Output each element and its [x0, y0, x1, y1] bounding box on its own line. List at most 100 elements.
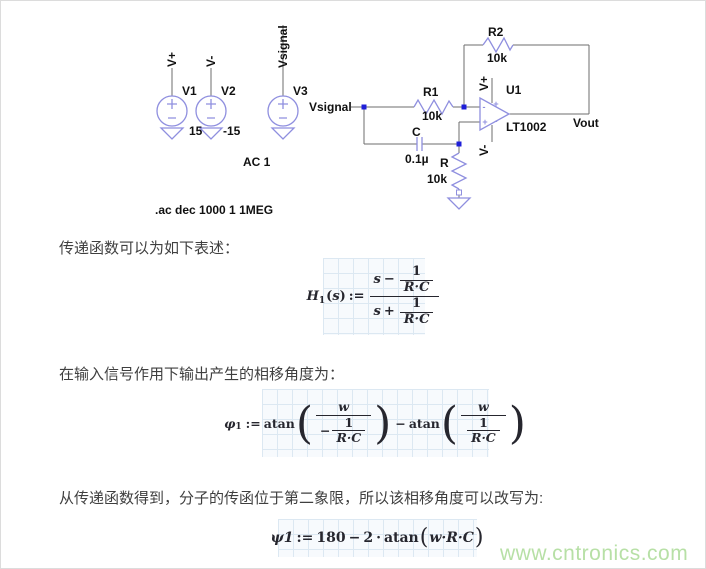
r-ground-icon [446, 197, 472, 210]
v2-plus-mark [206, 99, 216, 119]
r2-ref-label: R2 [488, 25, 504, 39]
paragraph-phase-shift: 在输入信号作用下输出产生的相移角度为： [59, 366, 345, 383]
r1-value-label: 10k [422, 109, 442, 123]
math-one: 1 [412, 296, 422, 311]
c-ref-label: C [412, 125, 421, 139]
math-paren: ) [474, 525, 484, 551]
v1-net-label: V+ [165, 52, 179, 67]
math-180: 180 [316, 530, 346, 546]
spice-directive: .ac dec 1000 1 1MEG [155, 203, 273, 217]
math-one: 1 [344, 414, 354, 430]
v1-value-label: 15 [189, 124, 203, 138]
math-minus: − [383, 272, 395, 288]
vout-net-label: Vout [573, 116, 599, 130]
circuit-labels: V+ V- Vsignal V1 V2 V3 15 -15 AC 1 .ac d… [155, 25, 599, 217]
math-one: 1 [479, 414, 488, 430]
c-value-label: 0.1µ [405, 152, 429, 166]
math-atan: atan [263, 415, 295, 431]
r1-ref-label: R1 [423, 85, 439, 99]
source-v2 [195, 95, 227, 140]
math-var-w: w [338, 399, 349, 415]
v2-circle [195, 95, 227, 127]
formula3-row: ψ1:=180−2·atan(w·R·C) [270, 525, 485, 551]
paragraph-rewrite: 从传递函数得到，分子的传函位于第二象限，所以该相移角度可以改写为: [59, 490, 544, 507]
resistor-r [450, 152, 468, 190]
math-paren: ) [374, 397, 392, 449]
math-paren: ( [326, 289, 333, 304]
math-RC: R·C [399, 311, 434, 328]
circuit-schematic: - + + - V+ V- Vsignal V1 V2 V3 15 -15 AC… [155, 25, 599, 217]
site-watermark: www.cntronics.com [500, 542, 689, 565]
node-inverting [461, 104, 467, 110]
resistor-r1 [413, 98, 454, 116]
formula-rewritten-phase: ψ1:=180−2·atan(w·R·C) [271, 519, 484, 557]
math-sub-1: 1 [235, 422, 242, 432]
v3-ac-label: AC 1 [243, 155, 271, 169]
v1-ground-icon [159, 127, 185, 140]
v3-plus-mark [278, 99, 288, 119]
math-one: 1 [412, 264, 422, 280]
math-paren: ( [295, 397, 313, 449]
math-dot: · [376, 530, 381, 546]
math-var-s: s [373, 272, 381, 288]
opamp-vminus-label: V- [477, 145, 491, 156]
v3-ground-icon [270, 127, 296, 140]
math-paren: ) [339, 289, 346, 304]
wires [171, 25, 590, 198]
node-vsignal [361, 104, 367, 110]
math-RC: R·C [467, 430, 500, 445]
math-plus: + [383, 303, 395, 319]
opamp-vplus-mark: + [493, 99, 498, 109]
feedback-wire [463, 44, 590, 114]
v1-ref-label: V1 [182, 84, 197, 98]
math-assign: := [245, 415, 261, 431]
math-RC: R·C [332, 430, 366, 445]
vsignal-net-label: Vsignal [309, 100, 352, 114]
opamp-vminus-mark: - [495, 116, 498, 126]
r-ref-label: R [440, 156, 449, 170]
v3-circle [267, 95, 299, 127]
v2-net-label: V- [204, 56, 218, 67]
v3-net-label: Vsignal [276, 25, 290, 68]
math-var-psi: ψ1 [270, 530, 294, 546]
math-two: 2 [363, 530, 374, 546]
v2-ref-label: V2 [221, 84, 236, 98]
math-var-phi: φ [224, 415, 236, 431]
math-sub-1: 1 [318, 295, 326, 306]
plus-input-wire [458, 121, 480, 144]
math-var-s: s [332, 289, 340, 304]
math-var-w: w [478, 399, 489, 415]
source-v1 [156, 95, 188, 140]
r-value-label: 10k [427, 172, 447, 186]
math-atan: atan [383, 530, 419, 546]
opamp-plus-input-mark: + [482, 117, 487, 127]
source-v3 [267, 95, 299, 140]
opamp-vplus-label: V+ [477, 76, 491, 91]
math-assign: := [296, 530, 314, 546]
capacitor-c [416, 137, 423, 151]
opamp-u1: - + + - [479, 96, 511, 132]
resistor-r2 [482, 36, 514, 54]
v1-plus-mark [167, 99, 177, 119]
node-noninverting [456, 141, 462, 147]
math-minus: − [319, 422, 331, 438]
u1-part-label: LT1002 [506, 120, 547, 134]
opamp-triangle [479, 96, 511, 132]
cap-branch-wire [363, 107, 459, 145]
v2-ground-icon [198, 127, 224, 140]
v2-value-label: -15 [223, 124, 241, 138]
math-var-H: H [306, 289, 319, 304]
v1-circle [156, 95, 188, 127]
